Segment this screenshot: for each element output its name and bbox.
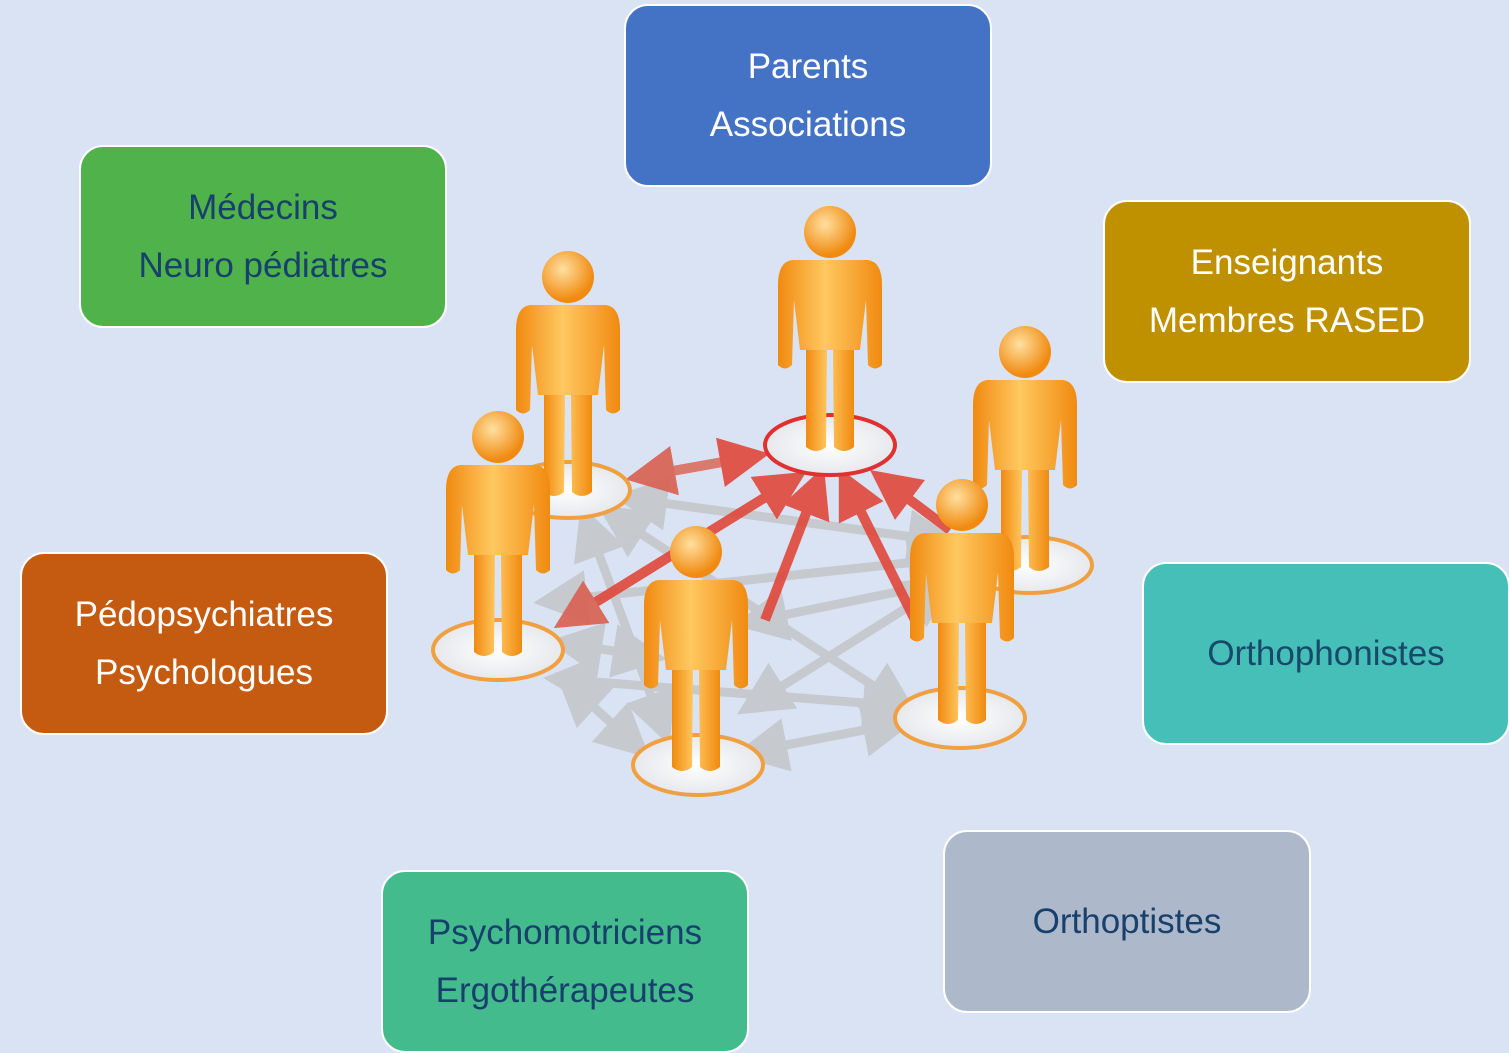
- box-line: Psychomotriciens: [427, 912, 703, 952]
- people-figures: [446, 206, 1077, 771]
- box-line: Orthophonistes: [1207, 633, 1445, 673]
- medecins-box: Médecins Neuro pédiatres: [79, 145, 447, 328]
- box-line: Médecins: [188, 187, 338, 227]
- orthoptistes-box: Orthoptistes: [943, 830, 1311, 1013]
- person-icon: [516, 251, 620, 496]
- person-icon: [778, 206, 882, 451]
- box-line: Orthoptistes: [1032, 901, 1222, 941]
- enseignants-box: Enseignants Membres RASED: [1103, 200, 1471, 383]
- psychomotriciens-box: Psychomotriciens Ergothérapeutes: [381, 870, 749, 1053]
- person-icon: [446, 411, 550, 656]
- person-icon: [973, 326, 1077, 571]
- box-line: Ergothérapeutes: [435, 970, 695, 1010]
- orthophonistes-box: Orthophonistes: [1142, 562, 1509, 745]
- box-line: Associations: [709, 104, 907, 144]
- box-line: Enseignants: [1190, 242, 1384, 282]
- box-line: Neuro pédiatres: [138, 245, 388, 285]
- box-line: Parents: [747, 46, 869, 86]
- pedopsychiatres-box: Pédopsychiatres Psychologues: [20, 552, 388, 735]
- box-line: Pédopsychiatres: [74, 594, 334, 634]
- box-line: Membres RASED: [1148, 300, 1426, 340]
- parents-associations-box: Parents Associations: [624, 4, 992, 187]
- person-icon: [910, 479, 1014, 724]
- box-line: Psychologues: [95, 652, 313, 692]
- person-icon: [644, 526, 748, 771]
